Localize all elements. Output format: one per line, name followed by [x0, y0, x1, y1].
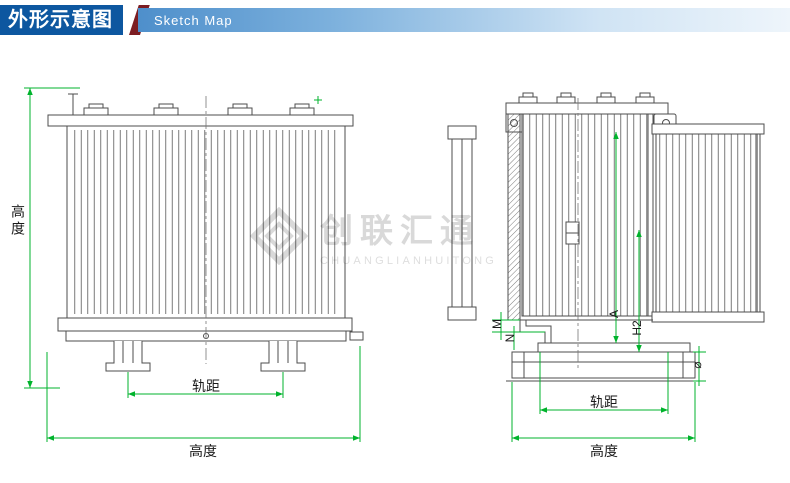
- transformer-front-view: [47, 93, 364, 372]
- page-subtitle: Sketch Map: [154, 12, 233, 28]
- side-dim-m-label: M: [490, 319, 504, 329]
- side-dim-n-label: N: [503, 333, 517, 343]
- header-gradient-band: Sketch Map: [138, 8, 790, 32]
- side-dim-phi-label: ⌀: [690, 361, 704, 369]
- side-dim-h2-label: H2: [630, 320, 644, 336]
- side-dim-a-label: A: [607, 310, 621, 319]
- page-title: 外形示意图: [0, 5, 123, 35]
- front-width-dim-label: 高度: [189, 443, 217, 459]
- side-gauge-dim-label: 轨距: [590, 394, 618, 410]
- front-bushings: [83, 103, 315, 116]
- page-header: 外形示意图 Sketch Map: [0, 5, 790, 35]
- side-bushings: [518, 92, 655, 104]
- side-view-dimensions: [492, 132, 706, 442]
- transformer-side-view: [447, 92, 765, 382]
- side-width-dim-label: 高度: [590, 443, 618, 459]
- front-gauge-dim-label: 轨距: [192, 378, 220, 394]
- front-view-dimensions: [24, 87, 361, 442]
- front-height-dim-label: 高度: [10, 204, 26, 238]
